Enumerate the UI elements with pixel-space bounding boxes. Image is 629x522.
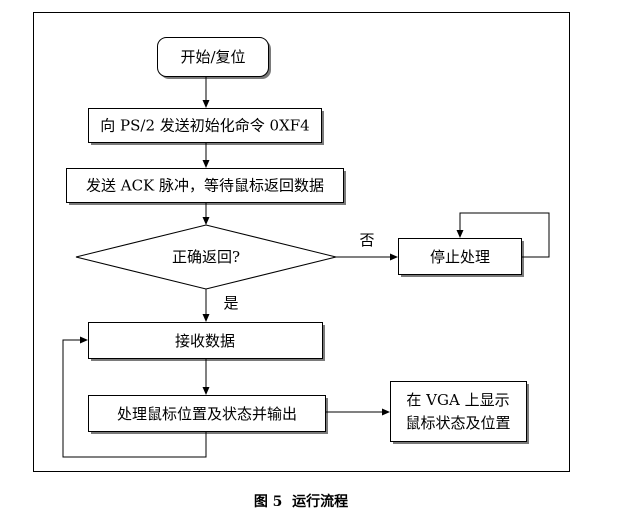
stop-label: 停止处理	[430, 248, 490, 266]
ack-box	[66, 168, 344, 203]
label-yes: 是	[223, 294, 238, 312]
receive-label: 接收数据	[175, 332, 235, 350]
arrow-process-loop	[62, 336, 207, 458]
display-label-line1: 在 VGA 上显示	[406, 391, 509, 409]
decision-label: 正确返回?	[172, 248, 240, 266]
diagram-frame	[33, 12, 570, 472]
process-box	[88, 395, 326, 432]
init-command-box	[88, 108, 322, 143]
process-label: 处理鼠标位置及状态并输出	[117, 405, 297, 423]
start-label: 开始/复位	[180, 48, 245, 66]
receive-box	[88, 322, 323, 359]
start-box	[157, 37, 269, 77]
ack-label: 发送 ACK 脉冲，等待鼠标返回数据	[86, 177, 324, 195]
figure-caption: 图 5 运行流程	[254, 493, 348, 510]
display-label-line2: 鼠标状态及位置	[405, 414, 510, 432]
label-no: 否	[359, 231, 374, 249]
stop-box	[398, 238, 522, 275]
init-command-label: 向 PS/2 发送初始化命令 0XF4	[100, 117, 309, 135]
display-box	[390, 381, 527, 442]
arrow-stop-loop	[456, 212, 550, 258]
